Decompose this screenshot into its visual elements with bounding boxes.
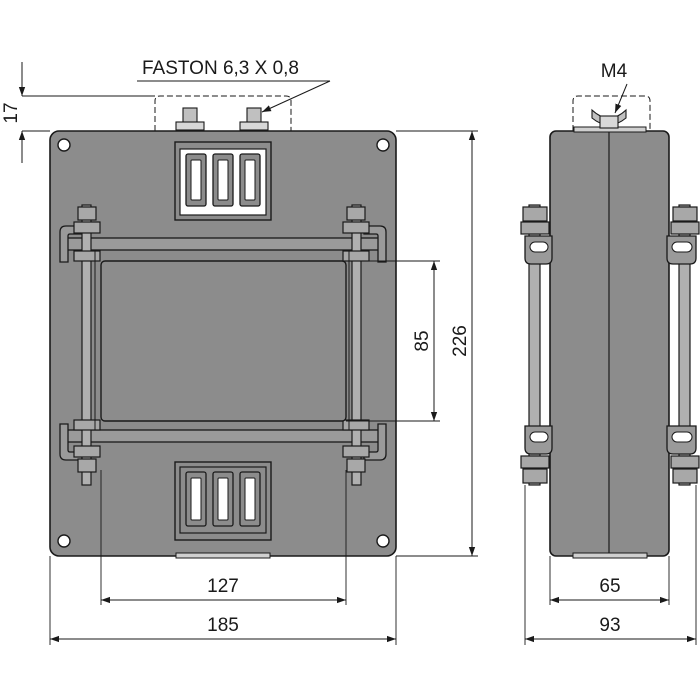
- side-view: [520, 95, 700, 559]
- mounting-hole: [376, 534, 390, 548]
- dim-127-label: 127: [207, 576, 239, 597]
- faston-terminal-left: [175, 107, 205, 131]
- dim-93-label: 93: [599, 615, 620, 636]
- m4-label: M4: [601, 61, 628, 82]
- faston-label: FASTON 6,3 X 0,8: [142, 58, 299, 79]
- dim-65-label: 65: [599, 576, 620, 597]
- terminal-block-top: [174, 141, 272, 221]
- inner-window: [100, 260, 347, 422]
- clamp-bar-bottom: [63, 429, 383, 443]
- terminal-cover-outline: [154, 95, 292, 131]
- bottom-tab: [175, 552, 271, 559]
- front-dimensions: 17 FASTON 6,3 X 0,8 226 85 127 185: [1, 58, 478, 645]
- mounting-hole: [376, 138, 390, 152]
- side-clamp-left: [520, 204, 553, 486]
- dim-17-label: 17: [1, 102, 22, 123]
- dim-185-label: 185: [207, 615, 239, 636]
- front-view: [49, 95, 397, 559]
- side-dimensions: M4 65 93: [524, 61, 697, 645]
- faston-terminal-right: [239, 107, 269, 131]
- threaded-rod-right: [351, 204, 362, 486]
- terminal-block-bottom: [174, 461, 272, 541]
- mounting-hole: [57, 138, 71, 152]
- bracket-right-top: [363, 225, 387, 263]
- dim-85-label: 85: [412, 330, 433, 351]
- side-terminal-cover-outline: [572, 95, 651, 131]
- mounting-hole: [57, 534, 71, 548]
- side-clamp-right: [666, 204, 700, 486]
- nuts: [73, 206, 370, 473]
- m4-screw: [591, 108, 627, 129]
- dim-226-label: 226: [450, 325, 471, 357]
- threaded-rod-left: [81, 204, 92, 486]
- clamp-bar-top: [63, 237, 383, 251]
